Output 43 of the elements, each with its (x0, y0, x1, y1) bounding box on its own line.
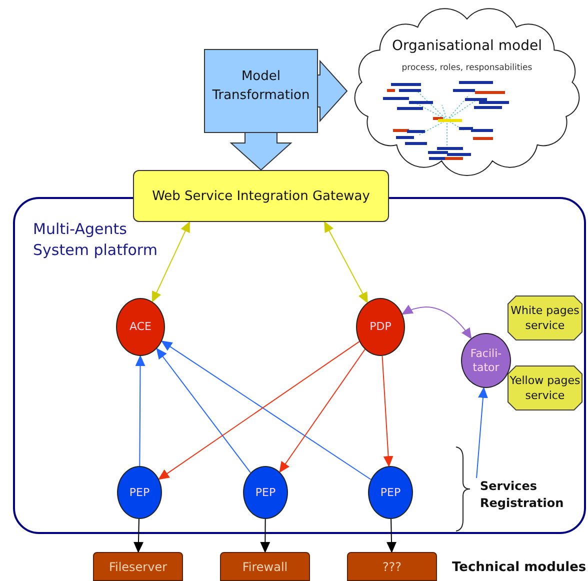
agent-circle (356, 298, 405, 356)
arrow-label: Model Transformation (211, 68, 311, 105)
arrow (476, 386, 488, 478)
block-arrow-body (204, 49, 318, 133)
arrow (324, 221, 368, 304)
service-octagon (508, 296, 582, 340)
service-label: White pages service (510, 303, 580, 333)
module-label: Firewall (242, 560, 288, 574)
registration-label: Services Registration (480, 478, 580, 516)
arrow (382, 355, 394, 468)
module-box (93, 552, 183, 581)
agent-circle (116, 298, 165, 356)
cloud-title: Organisational model (391, 38, 543, 54)
arrow (135, 355, 146, 466)
platform-title: Multi-Agents System platform (33, 219, 158, 261)
cloud-subtitle: process, roles, responsabilities (400, 63, 534, 73)
agent-circle (461, 333, 511, 388)
block-arrow (316, 60, 348, 122)
agent-circle (243, 466, 288, 519)
agent-label: PDP (368, 320, 392, 334)
arrow (260, 518, 270, 553)
arrow (386, 518, 396, 553)
service-label: Yellow pages service (508, 373, 582, 403)
agent-label: PEP (379, 486, 402, 500)
arrow (134, 518, 144, 553)
module-box (220, 552, 310, 581)
block-arrow (230, 131, 292, 171)
agent-label: Facili- tator (469, 346, 503, 374)
agent-label: ACE (128, 320, 152, 334)
arrow (402, 305, 472, 340)
layer-label: Technical modules (452, 560, 586, 575)
arrow (156, 348, 252, 474)
gateway-label: Web Service Integration Gateway (152, 188, 370, 204)
arrow (152, 221, 190, 303)
agent-circle (117, 466, 162, 519)
service-octagon (508, 366, 582, 410)
agent-label: PEP (254, 486, 277, 500)
module-label: ??? (382, 560, 402, 574)
agent-label: PEP (128, 486, 151, 500)
arrow (279, 348, 366, 473)
module-label: Fileserver (108, 560, 168, 574)
module-box (347, 552, 437, 581)
gateway-box (133, 170, 389, 222)
